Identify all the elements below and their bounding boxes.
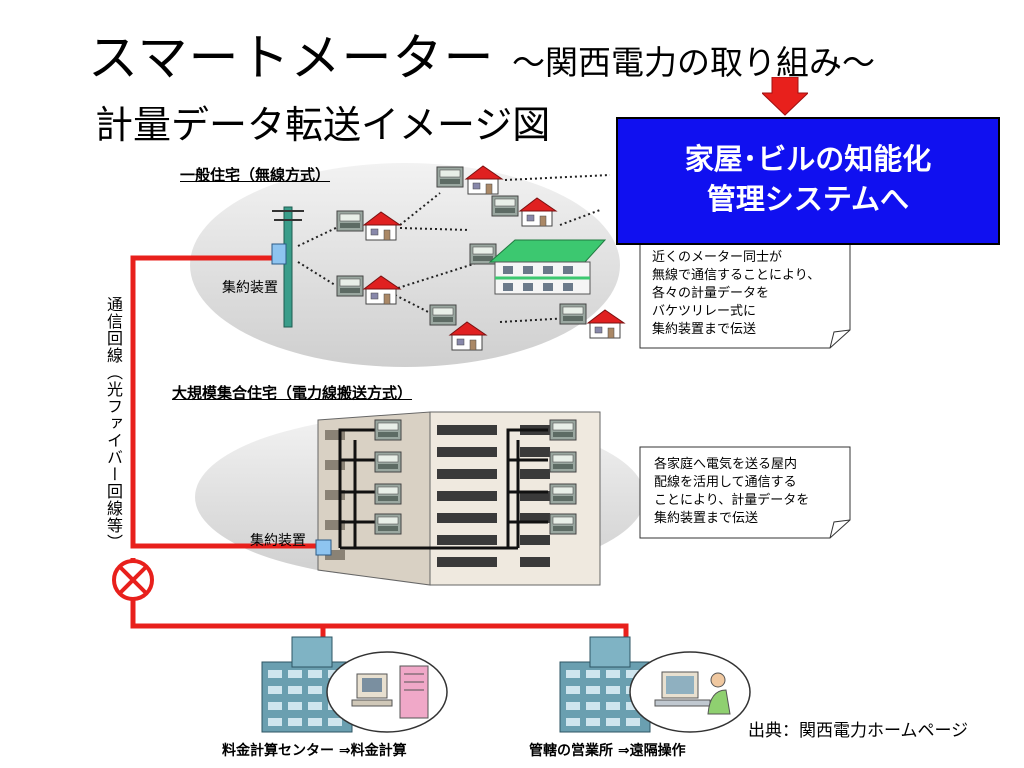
large-apartment-building <box>315 411 601 586</box>
callout-line1: 家屋･ビルの知能化 <box>684 142 932 176</box>
source-credit: 出典：関西電力ホームページ <box>748 721 969 741</box>
apartment-block-icon <box>469 239 607 295</box>
billing-center-caption: 料金計算センター ⇒料金計算 <box>222 743 407 759</box>
residential-section-label: 一般住宅（無線方式） <box>180 166 331 184</box>
communication-line-label: 通信回線（光ファイバー回線等） <box>104 296 123 551</box>
utility-pole <box>271 206 304 328</box>
page-title: スマートメーター <box>88 29 495 87</box>
residential-note-line: 近くのメーター同士が <box>652 250 783 265</box>
residential-concentrator-label: 集約装置 <box>222 280 278 296</box>
apartment-note-line: 集約装置まで伝送 <box>654 511 759 526</box>
sales-office-building <box>559 636 751 733</box>
residential-note: 近くのメーター同士が 無線で通信することにより、 各々の計量データを バケツリレ… <box>652 249 820 339</box>
callout-box: 家屋･ビルの知能化 管理システムへ <box>616 117 1000 245</box>
callout-line2: 管理システムへ <box>706 182 910 216</box>
apartment-concentrator-label: 集約装置 <box>250 533 306 549</box>
concentrator-icon <box>271 243 287 265</box>
arrow-down-icon <box>762 77 808 116</box>
residential-note-line: バケツリレー式に <box>652 304 757 319</box>
billing-center-building <box>261 636 448 733</box>
concentrator-icon-apartment <box>315 539 332 556</box>
apartment-note-line: 配線を活用して通信する <box>654 475 797 490</box>
apartment-note-card <box>639 446 851 539</box>
apartment-note: 各家庭へ電気を送る屋内 配線を活用して通信する ことにより、計量データを 集約装… <box>654 456 809 528</box>
apartment-section-label: 大規模集合住宅（電力線搬送方式） <box>172 384 413 402</box>
apartment-note-line: ことにより、計量データを <box>654 493 810 508</box>
wireless-links <box>297 174 611 323</box>
diagram-subtitle: 計量データ転送イメージ図 <box>95 103 551 147</box>
residential-note-line: 各々の計量データを <box>652 286 770 301</box>
multiplexer-icon <box>112 559 154 601</box>
sales-office-caption: 管轄の営業所 ⇒遠隔操作 <box>529 743 686 759</box>
residential-note-line: 集約装置まで伝送 <box>652 322 757 337</box>
apartment-note-line: 各家庭へ電気を送る屋内 <box>654 457 798 472</box>
residential-note-line: 無線で通信することにより、 <box>652 268 821 283</box>
page-title-sub: ～関西電力の取り組み～ <box>512 43 875 82</box>
